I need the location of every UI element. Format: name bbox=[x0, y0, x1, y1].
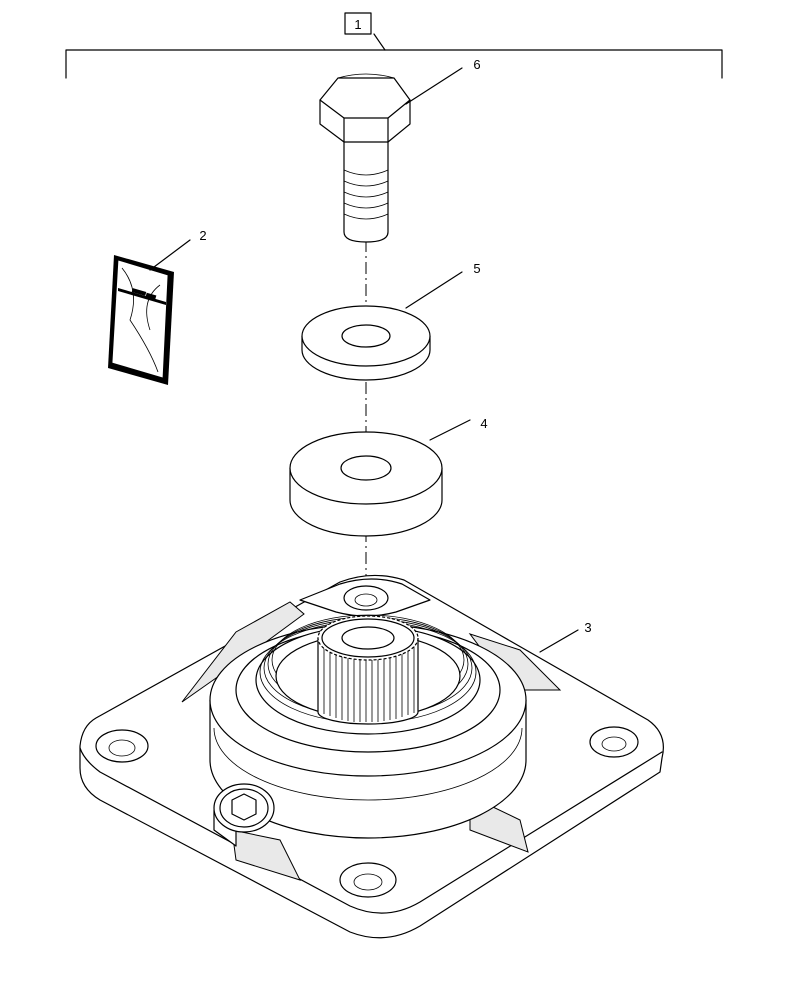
hex-bolt bbox=[319, 73, 411, 243]
callout-6: 6 bbox=[473, 57, 480, 72]
callout-6-leader: 6 bbox=[405, 57, 481, 105]
kit-bracket: 1 bbox=[65, 12, 723, 79]
callout-1: 1 bbox=[354, 17, 361, 32]
callout-5-leader: 5 bbox=[405, 261, 481, 309]
thick-washer bbox=[289, 431, 443, 537]
callout-4-leader: 4 bbox=[429, 416, 488, 441]
washer bbox=[301, 305, 431, 381]
callout-2-leader: 2 bbox=[149, 228, 207, 271]
flange-bearing-housing bbox=[79, 574, 664, 939]
spline-lines bbox=[323, 644, 415, 722]
callout-4: 4 bbox=[480, 416, 487, 431]
callout-5: 5 bbox=[473, 261, 480, 276]
callout-3: 3 bbox=[584, 620, 591, 635]
instruction-sheet-icon bbox=[108, 255, 174, 385]
callout-3-leader: 3 bbox=[539, 620, 592, 653]
callout-2: 2 bbox=[199, 228, 206, 243]
